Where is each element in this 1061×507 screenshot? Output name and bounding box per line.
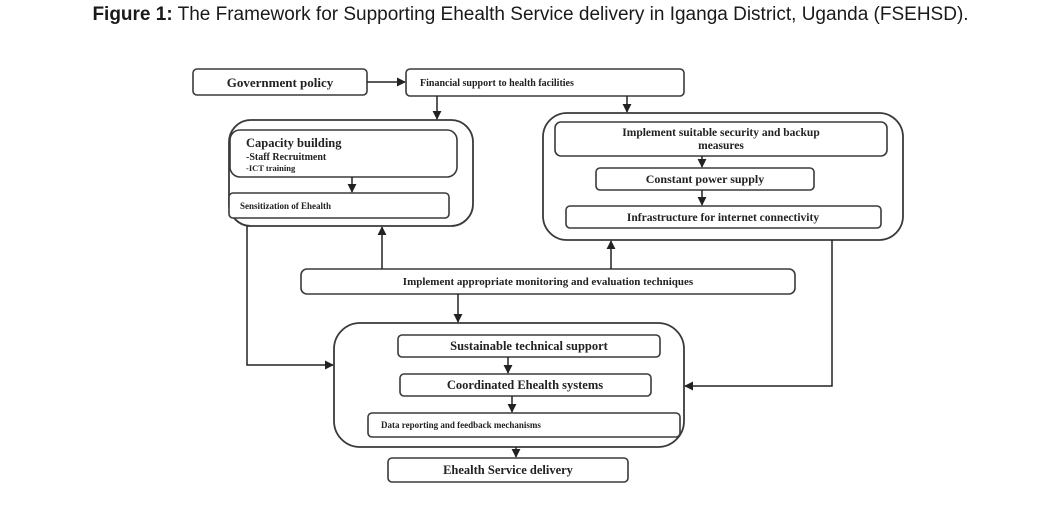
sensitization-node: Sensitization of Ehealth — [228, 192, 450, 219]
capacity-building-node: Capacity building -Staff Recruitment -IC… — [229, 129, 458, 178]
financial-support-node: Financial support to health facilities — [405, 68, 685, 97]
figure-caption: Figure 1: The Framework for Supporting E… — [0, 4, 1061, 26]
edge-capacity-group-to-delivery-group — [246, 226, 334, 370]
internet-infrastructure-node: Infrastructure for internet connectivity — [565, 205, 882, 229]
power-supply-node: Constant power supply — [595, 167, 815, 191]
government-policy-node: Government policy — [192, 68, 368, 96]
edge-infrastructure-group-to-delivery-group — [684, 240, 833, 391]
financial-support-label: Financial support to health facilities — [420, 78, 574, 89]
coordinated-systems-node: Coordinated Ehealth systems — [399, 373, 652, 397]
technical-support-label: Sustainable technical support — [450, 339, 609, 353]
security-backup-node: Implement suitable security and backup m… — [554, 121, 888, 157]
power-supply-label: Constant power supply — [646, 172, 764, 186]
government-policy-label: Government policy — [227, 75, 334, 90]
monitoring-evaluation-node: Implement appropriate monitoring and eva… — [300, 268, 796, 295]
figure-label: Figure 1: — [92, 4, 173, 25]
security-backup-line-2: measures — [698, 140, 744, 152]
capacity-building-item-staff: -Staff Recruitment — [246, 152, 327, 163]
data-reporting-label: Data reporting and feedback mechanisms — [381, 420, 541, 430]
technical-support-node: Sustainable technical support — [397, 334, 661, 358]
data-reporting-node: Data reporting and feedback mechanisms — [367, 412, 681, 438]
monitoring-evaluation-label: Implement appropriate monitoring and eva… — [403, 276, 694, 288]
figure-title: The Framework for Supporting Ehealth Ser… — [172, 4, 969, 25]
sensitization-label: Sensitization of Ehealth — [240, 201, 331, 211]
capacity-building-title: Capacity building — [246, 136, 342, 150]
service-delivery-label: Ehealth Service delivery — [443, 463, 574, 477]
internet-infrastructure-label: Infrastructure for internet connectivity — [627, 212, 819, 224]
service-delivery-node: Ehealth Service delivery — [387, 457, 629, 483]
capacity-building-item-ict: -ICT training — [246, 163, 296, 173]
security-backup-line-1: Implement suitable security and backup — [622, 127, 819, 139]
coordinated-systems-label: Coordinated Ehealth systems — [447, 378, 603, 392]
